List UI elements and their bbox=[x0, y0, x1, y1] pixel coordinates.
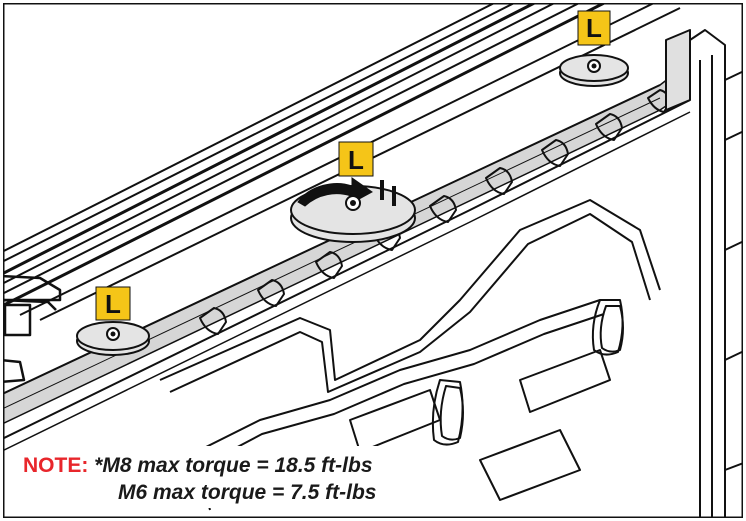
callout-badge-1: L bbox=[95, 286, 131, 321]
clamp-bolt-3 bbox=[559, 54, 629, 87]
bolt-icon bbox=[587, 59, 601, 73]
bed-wall-panels bbox=[119, 199, 661, 511]
note-m8-torque: *M8 max torque = 18.5 ft-lbs bbox=[94, 454, 373, 477]
note-label: NOTE: bbox=[23, 454, 89, 477]
callout-label: L bbox=[586, 13, 602, 43]
callout-label: L bbox=[105, 289, 121, 319]
note-m6-torque: M6 max torque = 7.5 ft-lbs bbox=[118, 481, 377, 504]
callout-label: L bbox=[348, 145, 364, 175]
rail-end-bracket bbox=[3, 274, 62, 384]
clamp-bolt-2 bbox=[290, 177, 416, 243]
bed-corner-post bbox=[665, 29, 743, 518]
note-line-1: NOTE: *M8 max torque = 18.5 ft-lbs bbox=[23, 454, 373, 478]
bed-rail-top bbox=[3, 3, 681, 321]
bolt-icon bbox=[106, 327, 120, 341]
callout-badge-2: L bbox=[338, 141, 374, 177]
callout-badge-3: L bbox=[577, 10, 611, 46]
torque-note: NOTE: *M8 max torque = 18.5 ft-lbs M6 ma… bbox=[16, 446, 461, 508]
clamp-bolt-1 bbox=[76, 321, 150, 356]
bolt-icon bbox=[345, 195, 361, 211]
